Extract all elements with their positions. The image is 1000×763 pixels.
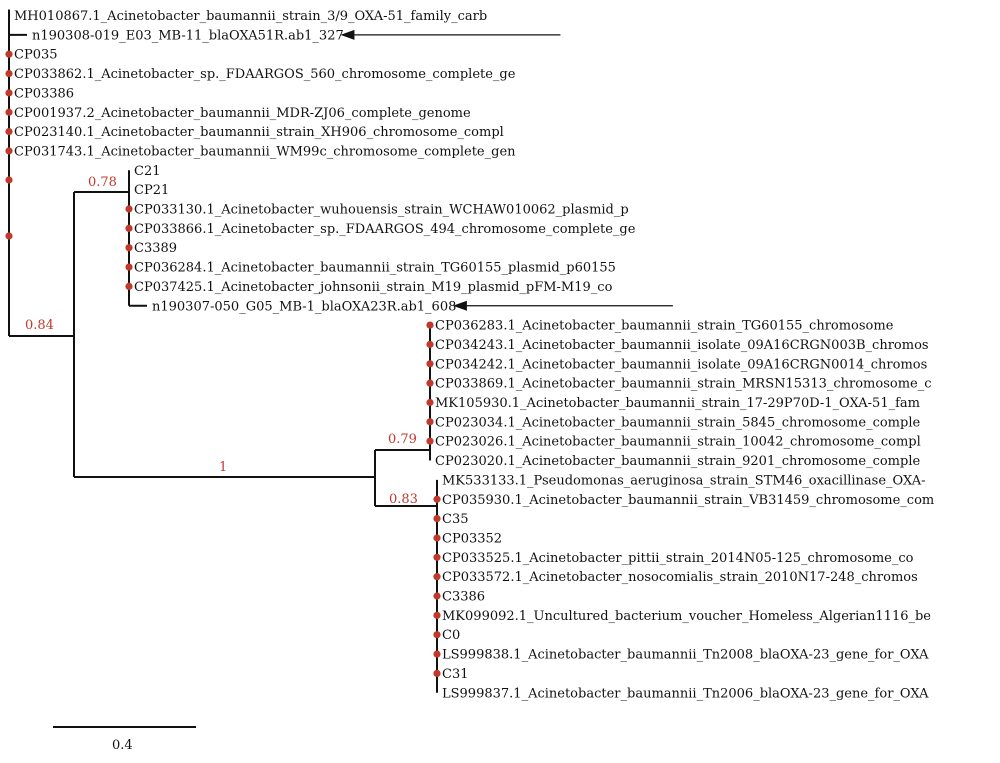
leaf-label: C21 (134, 164, 161, 179)
node-marker (433, 650, 441, 658)
leaf-label: CP036284.1_Acinetobacter_baumannii_strai… (134, 261, 616, 276)
leaf-label: C3386 (442, 590, 485, 605)
leaf-label: CP03352 (442, 531, 502, 546)
node-marker (433, 592, 441, 600)
leaf-label: C35 (442, 512, 469, 527)
leaf-label: CP023020.1_Acinetobacter_baumannii_strai… (435, 454, 920, 469)
arrow-head (340, 29, 355, 40)
leaf-label: MK105930.1_Acinetobacter_baumannii_strai… (435, 396, 920, 411)
node-marker (433, 631, 441, 639)
support-value-node-c: 0.79 (388, 432, 417, 447)
node-marker (426, 418, 434, 426)
scale-bar: 0.4 (53, 726, 196, 753)
node-marker (426, 360, 434, 368)
leaf-label: C31 (442, 667, 469, 682)
node-marker (125, 263, 133, 271)
leaf-label: LS999838.1_Acinetobacter_baumannii_Tn200… (442, 648, 929, 663)
node-marker (125, 224, 133, 232)
node-marker (433, 553, 441, 561)
support-values: 0.84 0.78 1 0.79 0.83 (25, 175, 418, 507)
leaf-label: CP033866.1_Acinetobacter_sp._FDAARGOS_49… (134, 222, 636, 237)
node-marker (433, 573, 441, 581)
leaf-label: LS999837.1_Acinetobacter_baumannii_Tn200… (442, 686, 929, 701)
node-marker (5, 89, 13, 97)
leaf-label: MK533133.1_Pseudomonas_aeruginosa_strain… (442, 473, 926, 488)
left-arrow-icon (340, 29, 561, 40)
leaf-label: CP037425.1_Acinetobacter_johnsonii_strai… (134, 280, 613, 295)
leaf-label: CP035 (14, 48, 58, 63)
scale-bar-label: 0.4 (112, 738, 133, 753)
node-marker (125, 244, 133, 252)
leaf-label: CP034243.1_Acinetobacter_baumannii_isola… (435, 338, 929, 353)
node-marker (5, 147, 13, 155)
leaf-label: CP033862.1_Acinetobacter_sp._FDAARGOS_56… (14, 67, 516, 82)
node-marker (5, 50, 13, 58)
node-markers (5, 50, 441, 678)
leaf-label: CP033572.1_Acinetobacter_nosocomialis_st… (442, 570, 918, 585)
leaf-label: CP034242.1_Acinetobacter_baumannii_isola… (435, 357, 927, 372)
support-value-node-a: 0.78 (88, 175, 117, 190)
node-marker (5, 232, 13, 240)
leaf-label: CP023034.1_Acinetobacter_baumannii_strai… (435, 415, 920, 430)
node-marker (433, 515, 441, 523)
node-marker (426, 321, 434, 329)
node-marker (426, 398, 434, 407)
node-marker (125, 205, 133, 213)
left-arrow-icon (452, 300, 673, 311)
node-marker (433, 495, 441, 503)
support-value-node-d: 0.83 (389, 492, 418, 507)
node-marker (433, 534, 441, 542)
leaf-label: CP033869.1_Acinetobacter_baumannii_strai… (435, 377, 932, 392)
node-marker (125, 282, 133, 290)
leaf-label: CP001937.2_Acinetobacter_baumannii_MDR-Z… (14, 106, 471, 121)
node-marker (426, 340, 434, 349)
node-marker (433, 669, 441, 678)
leaf-label: CP033525.1_Acinetobacter_pittii_strain_2… (442, 551, 914, 566)
leaf-label: CP023026.1_Acinetobacter_baumannii_strai… (435, 435, 921, 450)
leaf-label: C0 (442, 628, 460, 643)
leaf-label: CP031743.1_Acinetobacter_baumannii_WM99c… (14, 144, 516, 159)
leaf-label: C3389 (134, 241, 177, 256)
leaf-label: n190308-019_E03_MB-11_blaOXA51R.ab1_327 (32, 28, 344, 43)
node-marker (426, 437, 434, 445)
arrow-head (452, 300, 467, 311)
node-marker (5, 176, 13, 184)
node-marker (5, 108, 13, 116)
node-marker (5, 69, 13, 78)
leaf-label: CP033130.1_Acinetobacter_wuhouensis_stra… (134, 203, 629, 218)
support-value-node-b: 1 (219, 460, 227, 475)
leaf-labels: MH010867.1_Acinetobacter_baumannii_strai… (14, 9, 934, 701)
node-marker (5, 128, 13, 136)
leaf-label: n190307-050_G05_MB-1_blaOXA23R.ab1_608 (152, 299, 456, 314)
leaf-label: CP03386 (14, 86, 74, 101)
pointer-arrows (340, 29, 673, 311)
leaf-label: CP036283.1_Acinetobacter_baumannii_strai… (435, 319, 894, 334)
node-marker (426, 379, 434, 387)
leaf-label: MH010867.1_Acinetobacter_baumannii_strai… (14, 9, 487, 24)
support-value-root: 0.84 (25, 318, 54, 333)
leaf-label: CP21 (134, 183, 169, 198)
leaf-label: CP023140.1_Acinetobacter_baumannii_strai… (14, 125, 504, 140)
leaf-label: MK099092.1_Uncultured_bacterium_voucher_… (442, 609, 931, 624)
leaf-label: CP035930.1_Acinetobacter_baumannii_strai… (442, 493, 934, 508)
node-marker (433, 611, 441, 619)
